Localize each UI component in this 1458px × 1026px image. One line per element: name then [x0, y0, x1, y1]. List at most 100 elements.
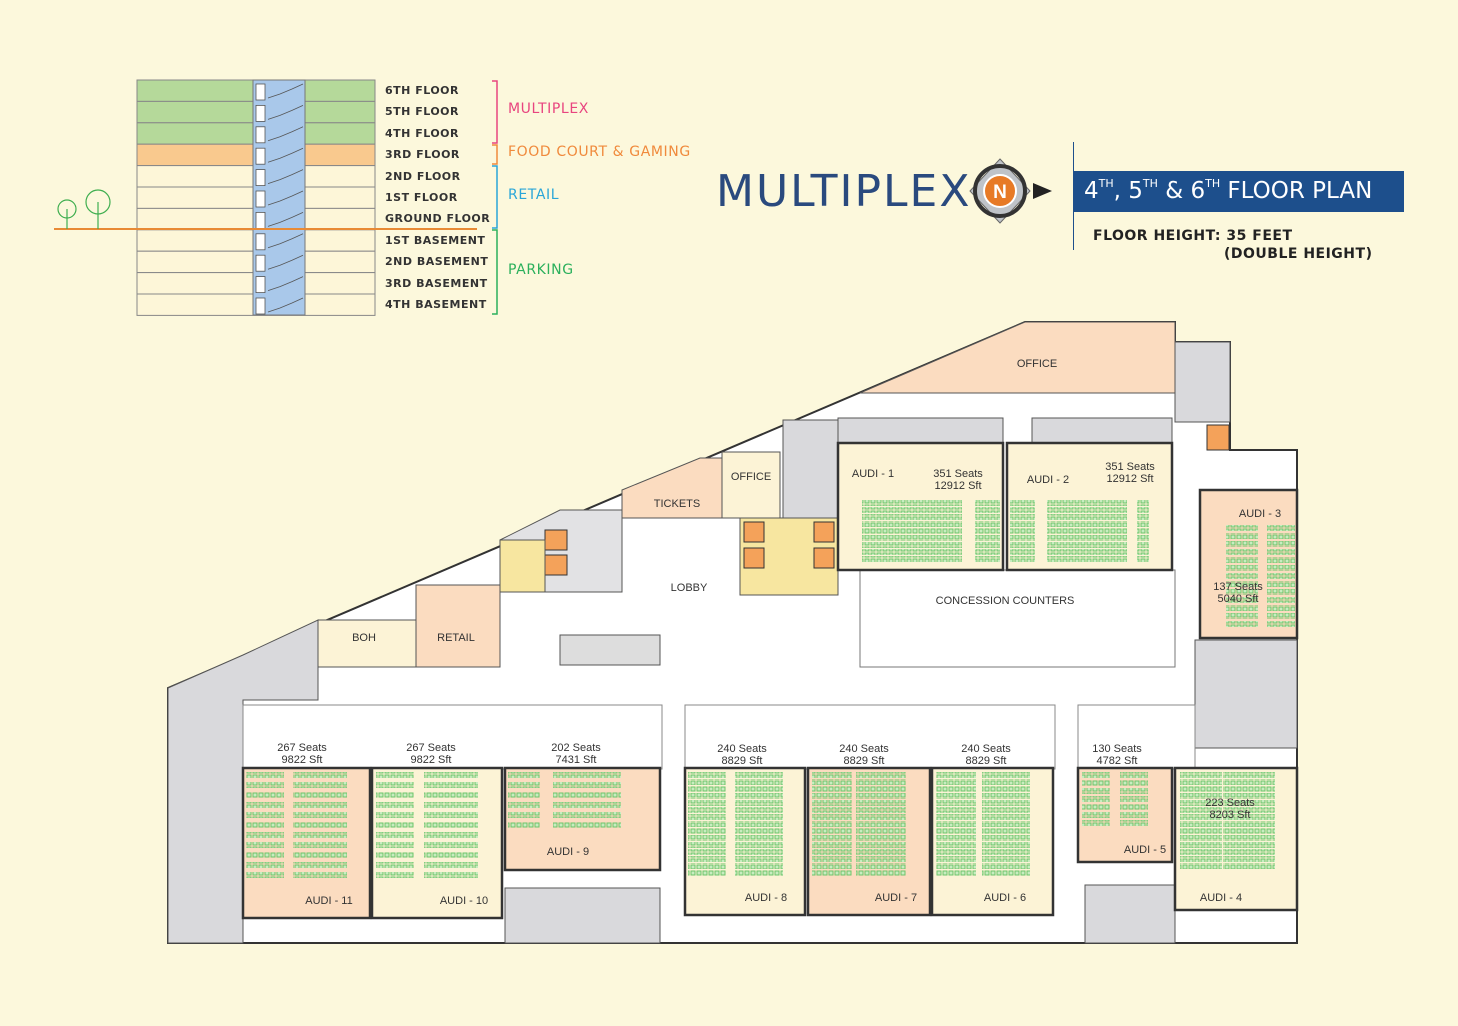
audi-name: AUDI - 1 [852, 468, 894, 480]
seat-row [246, 852, 284, 858]
seat-row [1267, 597, 1295, 603]
seat-row [1223, 800, 1275, 806]
seat-row [936, 870, 976, 876]
seat-row [1180, 814, 1222, 820]
office-small [721, 451, 781, 519]
seat-row [1226, 581, 1258, 587]
lift-icon [255, 254, 266, 272]
seat-row [1267, 589, 1295, 595]
seat-row [975, 507, 1000, 513]
office-top-label: OFFICE [1017, 358, 1057, 370]
stair-icon [267, 233, 304, 249]
seat-row [1120, 812, 1148, 818]
seat-row [508, 802, 540, 808]
seat-row [293, 792, 347, 798]
seat-row [688, 807, 726, 813]
seat-row [688, 779, 726, 785]
lift-icon [255, 190, 266, 208]
office-small-label: OFFICE [731, 471, 771, 483]
seat-row [508, 772, 540, 778]
seat-row [812, 786, 852, 792]
lift-icon [255, 297, 266, 315]
seat-row [1223, 779, 1275, 785]
seat-row [1047, 528, 1127, 534]
seat-row [982, 807, 1030, 813]
seat-row [862, 535, 962, 541]
seat-row [688, 849, 726, 855]
seat-row [1180, 849, 1222, 855]
screen-audi1 [837, 417, 1004, 444]
audi-area: 8829 Sft [844, 755, 885, 767]
seat-row [856, 863, 906, 869]
seat-row [982, 856, 1030, 862]
audi-name: AUDI - 11 [305, 895, 352, 907]
seat-row [688, 828, 726, 834]
seat-row [1010, 556, 1035, 562]
seat-row [1082, 788, 1110, 794]
seat-row [1267, 621, 1295, 627]
seat-row [812, 856, 852, 862]
seat-row [553, 812, 621, 818]
page-title: MULTIPLEX [716, 166, 972, 217]
seat-row [812, 779, 852, 785]
floor-label: 4TH BASEMENT [385, 298, 487, 311]
seat-row [1047, 542, 1127, 548]
seat-row [1010, 507, 1035, 513]
seat-row [862, 507, 962, 513]
seat-row [246, 802, 284, 808]
seat-row [936, 828, 976, 834]
seat-row [293, 802, 347, 808]
seat-row [1047, 514, 1127, 520]
seat-row [856, 814, 906, 820]
seat-row [688, 863, 726, 869]
seat-row [735, 800, 783, 806]
seat-row [1180, 821, 1222, 827]
concession-counters [859, 569, 1176, 668]
seat-row [1226, 557, 1258, 563]
seat-row [688, 842, 726, 848]
audi-name: AUDI - 3 [1239, 508, 1281, 520]
seat-row [1226, 597, 1258, 603]
seat-row [1180, 863, 1222, 869]
stair-icon [267, 212, 304, 227]
seat-row [1267, 613, 1295, 619]
seat-row [246, 772, 284, 778]
seat-row [812, 807, 852, 813]
seat-row [862, 542, 962, 548]
seat-row [508, 812, 540, 818]
seat-row [1180, 800, 1222, 806]
audi-seats: 240 Seats [717, 743, 767, 755]
audi-seats: 223 Seats [1205, 797, 1255, 809]
seat-row [1047, 535, 1127, 541]
seat-row [376, 872, 414, 878]
seat-row [856, 835, 906, 841]
audi-area: 12912 Sft [1106, 473, 1153, 485]
seat-row [862, 521, 962, 527]
seat-row [812, 814, 852, 820]
seat-row [982, 863, 1030, 869]
seat-row [1047, 549, 1127, 555]
audi-seats: 240 Seats [839, 743, 889, 755]
seat-row [735, 863, 783, 869]
audi-seats: 240 Seats [961, 743, 1011, 755]
seat-row [293, 852, 347, 858]
stair-core-center [782, 419, 839, 519]
seat-row [1226, 621, 1258, 627]
seat-row [293, 842, 347, 848]
lift-icon [255, 105, 266, 122]
seat-row [1010, 514, 1035, 520]
audi-seats: 351 Seats [933, 468, 983, 480]
seat-row [1082, 772, 1110, 778]
seat-row [812, 842, 852, 848]
seat-row [856, 870, 906, 876]
floor-label: 5TH FLOOR [385, 105, 459, 119]
audi-name: AUDI - 10 [440, 895, 488, 907]
seat-row [1180, 786, 1222, 792]
lift-icon [255, 83, 266, 101]
seat-row [553, 802, 621, 808]
